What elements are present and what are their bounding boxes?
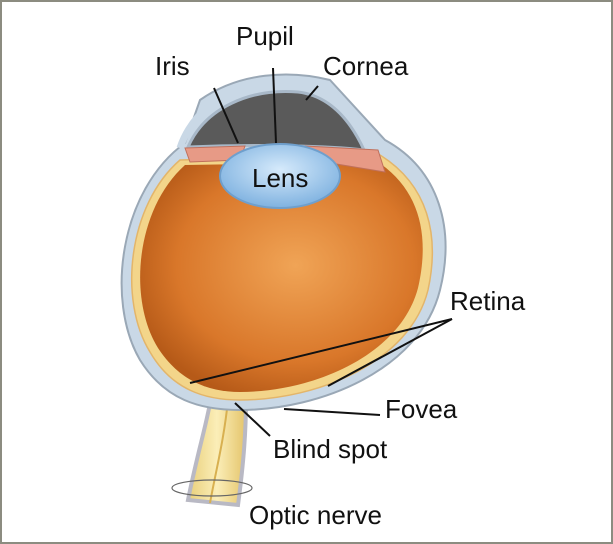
iris-label: Iris (155, 51, 190, 81)
lens-label: Lens (252, 163, 308, 193)
retina-label: Retina (450, 286, 526, 316)
blind-spot-label: Blind spot (273, 434, 388, 464)
optic-nerve-label: Optic nerve (249, 500, 382, 530)
fovea-label: Fovea (385, 394, 458, 424)
cornea-label: Cornea (323, 51, 409, 81)
pupil-label: Pupil (236, 21, 294, 51)
